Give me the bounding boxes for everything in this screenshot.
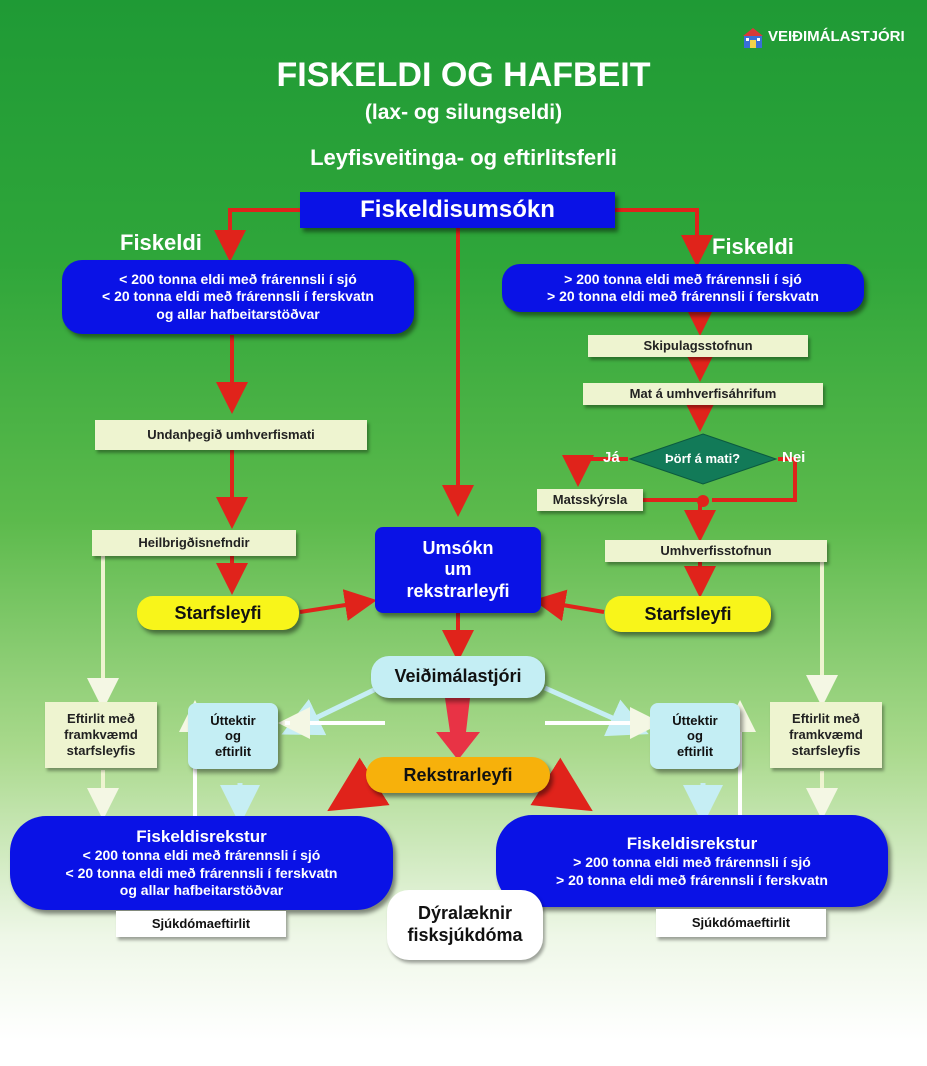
audits-line: og — [225, 728, 241, 744]
operation-left-line: og allar hafbeitarstöðvar — [119, 882, 284, 899]
eia-question-diamond — [628, 433, 778, 485]
poster-background: VEIÐIMÁLASTJÓRI FISKELDI OG HAFBEIT (lax… — [0, 0, 927, 1040]
audits-line: eftirlit — [214, 743, 252, 759]
fish-building-icon — [743, 28, 763, 48]
environment-agency-box: Umhverfisstofnun — [605, 540, 827, 562]
operation-right-line: > 200 tonna eldi með frárennsli í sjó — [573, 854, 811, 871]
work-permit-left-label: Starfsleyfi — [174, 602, 262, 623]
audits-line: eftirlit — [676, 743, 714, 759]
no-label: Nei — [782, 449, 806, 466]
page-subtitle-2: Leyfisveitinga- og eftirlitsferli — [310, 145, 617, 170]
monitor-line: framkvæmd — [789, 726, 863, 742]
left-heading: Fiskeldi — [120, 230, 202, 255]
permit-app-line: um — [444, 559, 472, 580]
eia-label: Mat á umhverfisáhrifum — [629, 385, 777, 401]
right-criteria-line: > 20 tonna eldi með frárennsli í ferskva… — [547, 288, 819, 304]
eia-question-label: Þörf á mati? — [665, 451, 741, 466]
page-subtitle: (lax- og silungseldi) — [364, 101, 563, 124]
planning-agency-box: Skipulagsstofnun — [588, 335, 808, 357]
disease-right-label: Sjúkdómaeftirlit — [691, 915, 791, 931]
director-box: Veiðimálastjóri — [371, 656, 545, 698]
arrow-app-left — [214, 208, 300, 262]
exempt-box: Undanþegið umhverfismati — [95, 420, 367, 450]
operating-license-box: Rekstrarleyfi — [366, 757, 550, 793]
audits-line: Úttektir — [672, 712, 718, 728]
vet-box: Dýralæknir fisksjúkdóma — [387, 890, 543, 960]
right-criteria-line: > 200 tonna eldi með frárennsli í sjó — [564, 270, 802, 287]
operation-left-line: < 20 tonna eldi með frárennsli í ferskva… — [65, 864, 338, 881]
right-heading: Fiskeldi — [712, 234, 794, 259]
arrow-app-right — [615, 208, 713, 267]
audits-line: Úttektir — [210, 712, 256, 728]
permit-application-box: Umsókn um rekstrarleyfi — [375, 527, 541, 613]
environment-agency-label: Umhverfisstofnun — [660, 542, 772, 558]
monitor-line: Eftirlit með — [67, 710, 135, 726]
audits-left-box: Úttektir og eftirlit — [188, 703, 278, 769]
operation-right-box: Fiskeldisrekstur > 200 tonna eldi með fr… — [496, 815, 888, 907]
health-committees-label: Heilbrigðisnefndir — [138, 534, 250, 550]
monitor-line: framkvæmd — [64, 726, 138, 742]
right-criteria-box: > 200 tonna eldi með frárennsli í sjó > … — [502, 264, 864, 312]
vet-line: Dýralæknir — [417, 903, 513, 924]
left-criteria-line: og allar hafbeitarstöðvar — [156, 305, 320, 322]
operation-left-line: < 200 tonna eldi með frárennsli í sjó — [82, 847, 321, 864]
logo-text: VEIÐIMÁLASTJÓRI — [768, 28, 905, 45]
exempt-label: Undanþegið umhverfismati — [147, 426, 315, 442]
eia-box: Mat á umhverfisáhrifum — [583, 383, 823, 405]
work-permit-right-label: Starfsleyfi — [644, 603, 732, 624]
application-box: Fiskeldisumsókn — [300, 192, 615, 228]
disease-right-box: Sjúkdómaeftirlit — [656, 909, 826, 937]
application-label: Fiskeldisumsókn — [360, 196, 555, 223]
monitor-line: starfsleyfis — [791, 743, 861, 759]
audits-line: og — [687, 728, 703, 744]
vet-line: fisksjúkdóma — [407, 925, 523, 945]
work-permit-left: Starfsleyfi — [137, 596, 299, 630]
left-criteria-line: < 200 tonna eldi með frárennsli í sjó — [119, 270, 357, 287]
eia-report-box: Matsskýrsla — [537, 489, 643, 511]
operation-right-line: > 20 tonna eldi með frárennsli í ferskva… — [556, 871, 828, 888]
monitor-left-box: Eftirlit með framkvæmd starfsleyfis — [45, 702, 157, 768]
director-label: Veiðimálastjóri — [394, 666, 522, 687]
flow-arrows — [87, 208, 838, 825]
arrow-director-license — [436, 698, 480, 760]
health-committees-box: Heilbrigðisnefndir — [92, 530, 296, 556]
eia-report-label: Matsskýrsla — [552, 491, 628, 507]
planning-agency-label: Skipulagsstofnun — [643, 337, 753, 353]
operation-right-title: Fiskeldisrekstur — [626, 833, 758, 853]
yes-label: Já — [603, 449, 620, 466]
left-criteria-line: < 20 tonna eldi með frárennsli í ferskva… — [102, 288, 374, 305]
audits-right-box: Úttektir og eftirlit — [650, 703, 740, 769]
disease-left-box: Sjúkdómaeftirlit — [116, 911, 286, 937]
left-criteria-box: < 200 tonna eldi með frárennsli í sjó < … — [62, 260, 414, 334]
operating-license-label: Rekstrarleyfi — [403, 764, 513, 785]
disease-left-label: Sjúkdómaeftirlit — [151, 916, 251, 932]
monitor-line: Eftirlit með — [792, 710, 860, 726]
permit-app-line: rekstrarleyfi — [406, 580, 510, 601]
operation-left-title: Fiskeldisrekstur — [136, 827, 267, 847]
permit-app-line: Umsókn — [422, 537, 494, 558]
work-permit-right: Starfsleyfi — [605, 596, 771, 632]
monitor-line: starfsleyfis — [66, 743, 136, 759]
page-title: FISKELDI OG HAFBEIT — [276, 56, 651, 94]
monitor-right-box: Eftirlit með framkvæmd starfsleyfis — [770, 702, 882, 768]
operation-left-box: Fiskeldisrekstur < 200 tonna eldi með fr… — [10, 816, 393, 910]
